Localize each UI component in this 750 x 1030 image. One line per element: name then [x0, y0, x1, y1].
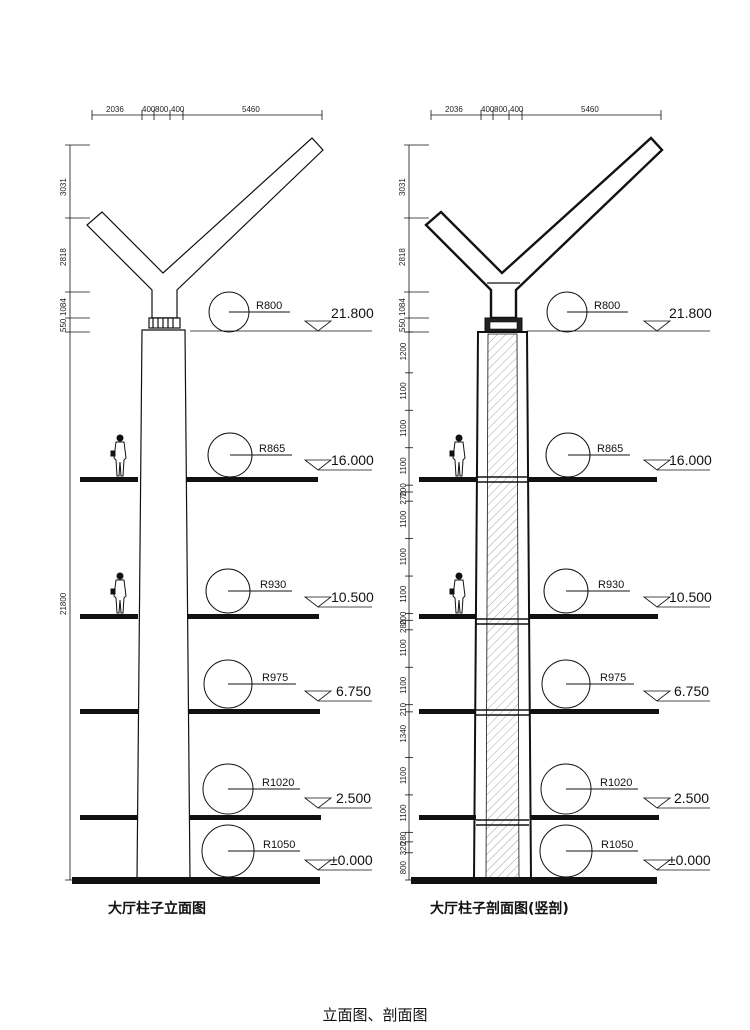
section-level-21800: 21.800 [669, 305, 712, 321]
human-figure-icon [110, 434, 127, 614]
section-left-dim-1084: 1084 [398, 298, 407, 316]
section-radius-r1020: R1020 [600, 777, 632, 789]
section-radius-r865: R865 [597, 443, 623, 455]
top-dim-400a: 400 [142, 105, 156, 114]
section-dim-label: 270 [399, 491, 408, 505]
main-dim-21800: 21800 [59, 592, 68, 615]
section-column-core-hatch [485, 333, 520, 879]
left-dim-3031: 3031 [59, 178, 68, 196]
level-0000: ±0.000 [330, 852, 373, 868]
level-21800: 21.800 [331, 305, 374, 321]
section-human-figure-icon [449, 434, 466, 614]
section-dim-label: 1100 [399, 457, 408, 475]
section-dim-label: 1100 [399, 804, 408, 822]
section-dim-label: 1100 [399, 382, 408, 400]
elevation-title: 大厅柱子立面图 [108, 900, 206, 917]
section-radius-circles [539, 291, 638, 878]
left-dimension-line [65, 144, 90, 881]
radius-r975: R975 [262, 672, 288, 684]
section-top-dim-400a: 400 [481, 105, 495, 114]
section-floor-slabs [411, 477, 659, 884]
section-level-6750: 6.750 [674, 683, 709, 699]
section-dim-label: 320 [399, 841, 408, 855]
section-top-dim-2036: 2036 [445, 105, 463, 114]
top-dim-5460: 5460 [242, 105, 260, 114]
radius-r800: R800 [256, 300, 282, 312]
section-left-dim-2818: 2818 [398, 248, 407, 266]
section-drawing: 2036 400 800 400 5460 3031 2818 1084 550… [398, 105, 712, 917]
section-level-lines [527, 320, 710, 871]
top-dim-2036: 2036 [106, 105, 124, 114]
section-dimension-labels: 1200110011001100200270110011001100200280… [399, 342, 408, 874]
radius-r865: R865 [259, 443, 285, 455]
radius-circles [201, 291, 300, 878]
section-dim-label: 1100 [399, 419, 408, 437]
section-title: 大厅柱子剖面图(竖剖) [430, 900, 569, 917]
section-dim-label: 1100 [399, 548, 408, 566]
column-shaft [136, 329, 191, 881]
section-dim-label: 1100 [399, 766, 408, 784]
section-radius-r930: R930 [598, 579, 624, 591]
radius-r930: R930 [260, 579, 286, 591]
section-level-2500: 2.500 [674, 790, 709, 806]
level-2500: 2.500 [336, 790, 371, 806]
section-dim-label: 1100 [399, 676, 408, 694]
section-radius-r975: R975 [600, 672, 626, 684]
section-radius-r1050: R1050 [601, 839, 633, 851]
left-dim-550: 550 [59, 318, 68, 332]
elevation-drawing: 2036 400 800 400 5460 3031 2818 1084 550… [59, 105, 374, 917]
top-dimension-line [91, 110, 323, 120]
section-top-dim-5460: 5460 [581, 105, 599, 114]
floor-slabs [72, 477, 321, 884]
column-y-branch [86, 137, 324, 329]
section-level-16000: 16.000 [669, 452, 712, 468]
section-level-10500: 10.500 [669, 589, 712, 605]
level-6750: 6.750 [336, 683, 371, 699]
section-dim-label: 280 [399, 619, 408, 633]
left-dim-1084: 1084 [59, 298, 68, 316]
section-dim-label: 1340 [399, 724, 408, 742]
section-y-branch [424, 136, 664, 320]
top-dim-800: 800 [155, 105, 169, 114]
section-column-joints [476, 476, 529, 826]
section-top-dimension-line [430, 110, 662, 120]
section-left-dim-3031: 3031 [398, 178, 407, 196]
level-lines [190, 320, 372, 871]
section-dim-label: 280 [399, 831, 408, 845]
section-level-0000: ±0.000 [668, 852, 711, 868]
section-dim-label: 200 [399, 483, 408, 497]
section-dim-label: 210 [399, 702, 408, 716]
top-dim-400b: 400 [171, 105, 185, 114]
radius-r1020: R1020 [262, 777, 294, 789]
section-top-dim-400b: 400 [510, 105, 524, 114]
section-radius-r800: R800 [594, 300, 620, 312]
left-dim-2818: 2818 [59, 248, 68, 266]
section-dim-label: 200 [399, 611, 408, 625]
section-dim-label: 1100 [399, 585, 408, 603]
level-10500: 10.500 [331, 589, 374, 605]
section-dim-label: 800 [399, 860, 408, 874]
section-dim-label: 1100 [399, 639, 408, 657]
page-caption: 立面图、剖面图 [322, 1006, 427, 1024]
level-16000: 16.000 [331, 452, 374, 468]
section-dim-label: 1200 [399, 342, 408, 360]
section-dim-label: 1100 [399, 510, 408, 528]
radius-r1050: R1050 [263, 839, 295, 851]
section-top-dim-800: 800 [494, 105, 508, 114]
section-left-dim-550: 550 [398, 318, 407, 332]
